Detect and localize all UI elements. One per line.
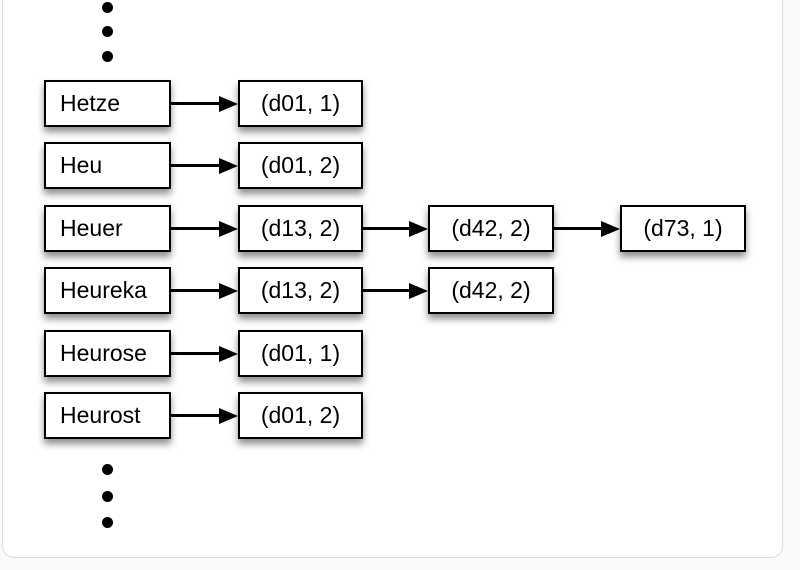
arrow-connector: [363, 220, 428, 238]
arrowhead-icon: [409, 282, 428, 299]
arrow-line: [171, 227, 219, 230]
ellipsis-dot: [102, 491, 113, 502]
arrow-connector: [554, 220, 620, 238]
arrowhead-icon: [219, 220, 238, 237]
arrow-line: [554, 227, 601, 230]
term-box-label: Heurose: [60, 340, 147, 366]
posting-box-label: (d42, 2): [451, 215, 531, 241]
posting-box-label: (d73, 1): [643, 215, 723, 241]
arrow-connector: [171, 220, 238, 238]
term-box: Heuer: [44, 205, 171, 252]
arrow-line: [171, 289, 219, 292]
arrow-line: [171, 352, 219, 355]
posting-box-label: (d01, 2): [260, 402, 341, 428]
arrowhead-icon: [601, 220, 620, 237]
posting-box: (d01, 1): [238, 330, 363, 377]
arrow-connector: [171, 407, 238, 425]
arrow-line: [171, 164, 219, 167]
ellipsis-dot: [102, 51, 113, 62]
arrowhead-icon: [219, 95, 238, 112]
term-box-label: Heureka: [60, 277, 147, 303]
arrow-line: [363, 227, 409, 230]
term-box: Heurost: [44, 392, 171, 439]
term-box: Heureka: [44, 267, 171, 314]
arrowhead-icon: [219, 282, 238, 299]
posting-box: (d13, 2): [238, 267, 363, 314]
ellipsis-dot: [102, 26, 113, 37]
arrowhead-icon: [219, 407, 238, 424]
arrowhead-icon: [219, 157, 238, 174]
term-box-label: Heu: [60, 152, 103, 178]
ellipsis-dot: [102, 517, 113, 528]
posting-box-label: (d01, 1): [260, 90, 341, 116]
arrow-line: [171, 102, 219, 105]
term-box: Hetze: [44, 80, 171, 127]
slide-panel: Hetze (d01, 1) Heu (d01, 2) Heuer (d13, 2) (d4…: [2, 0, 783, 558]
arrowhead-icon: [219, 345, 238, 362]
posting-box: (d01, 1): [238, 80, 363, 127]
term-box: Heurose: [44, 330, 171, 377]
posting-box: (d42, 2): [428, 267, 554, 314]
ellipsis-dot: [102, 464, 113, 475]
posting-box: (d42, 2): [428, 205, 554, 252]
posting-box: (d01, 2): [238, 142, 363, 189]
arrow-connector: [171, 282, 238, 300]
posting-box-label: (d42, 2): [451, 277, 531, 303]
posting-box-label: (d13, 2): [260, 215, 341, 241]
arrow-connector: [171, 95, 238, 113]
posting-box: (d73, 1): [620, 205, 746, 252]
posting-box-label: (d01, 1): [260, 340, 341, 366]
arrow-connector: [171, 345, 238, 363]
arrow-connector: [171, 157, 238, 175]
term-box: Heu: [44, 142, 171, 189]
arrow-line: [363, 289, 409, 292]
term-box-label: Hetze: [60, 90, 121, 116]
term-box-label: Heurost: [60, 402, 141, 428]
posting-box: (d13, 2): [238, 205, 363, 252]
posting-box-label: (d13, 2): [260, 277, 341, 303]
arrow-connector: [363, 282, 428, 300]
posting-box-label: (d01, 2): [260, 152, 341, 178]
arrow-line: [171, 414, 219, 417]
arrowhead-icon: [409, 220, 428, 237]
ellipsis-dot: [102, 2, 113, 13]
term-box-label: Heuer: [60, 215, 123, 241]
posting-box: (d01, 2): [238, 392, 363, 439]
